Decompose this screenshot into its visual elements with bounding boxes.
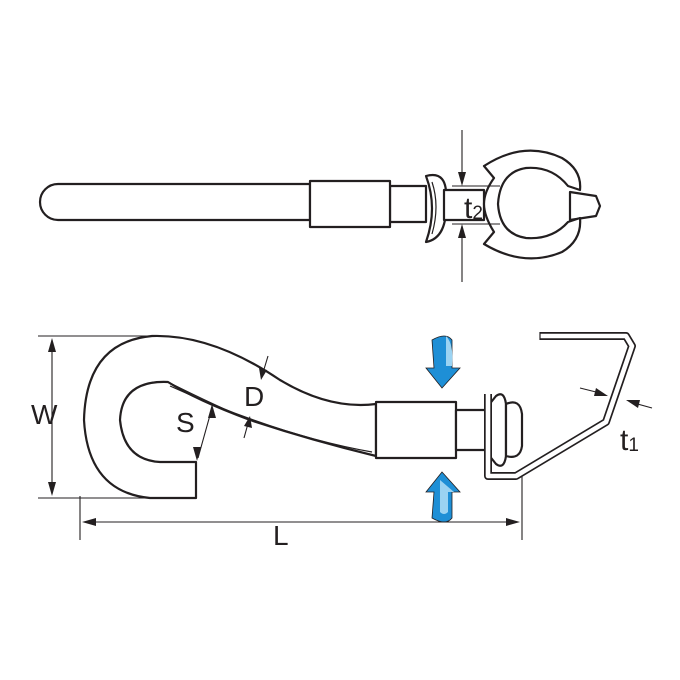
top-view (38, 149, 602, 260)
s-dimension (193, 404, 216, 461)
t2-dimension (452, 130, 500, 282)
hook-sleeve (374, 400, 458, 460)
l-dimension (79, 476, 523, 540)
hook-body (82, 334, 378, 500)
l-label: L (273, 520, 289, 551)
press-arrow-bottom (425, 471, 461, 523)
t2-label: t2 (464, 192, 483, 225)
top-sleeve (308, 179, 392, 229)
swivel-eye-ring (504, 401, 524, 458)
t1-dimension (579, 387, 653, 409)
t1-label: t1 (620, 424, 639, 457)
press-arrow-top (425, 335, 461, 389)
w-label: W (31, 399, 58, 430)
s-label: S (176, 407, 195, 438)
top-ring (482, 149, 582, 260)
d-label: D (244, 381, 264, 412)
side-view (82, 332, 636, 500)
top-neck (388, 184, 428, 224)
hook-neck (454, 408, 490, 452)
w-dimension (38, 335, 148, 499)
top-tail (568, 190, 602, 222)
top-shank (38, 182, 312, 222)
d-dimension (243, 355, 269, 439)
